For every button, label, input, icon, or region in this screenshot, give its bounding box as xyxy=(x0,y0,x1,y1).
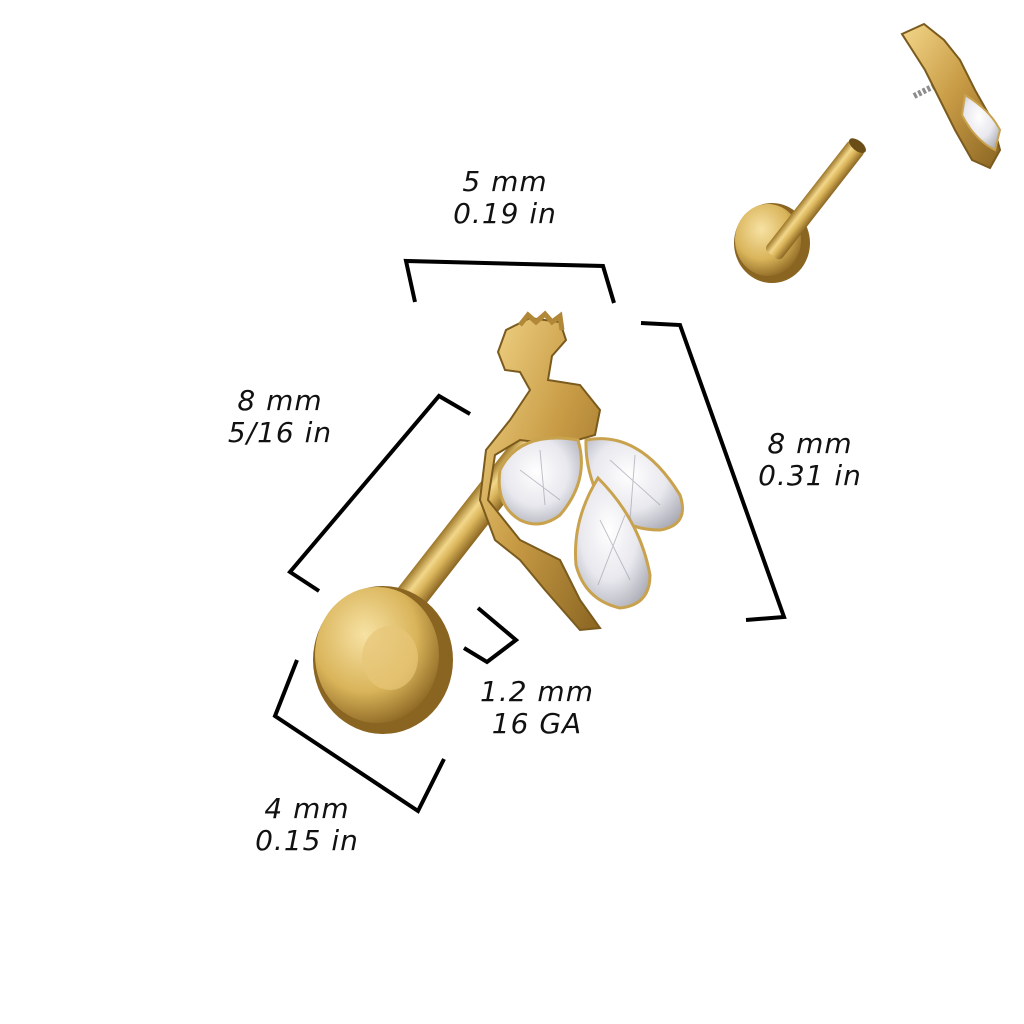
gauge-metric: 1.2 mm xyxy=(480,675,594,708)
lower-teardrop-gem xyxy=(574,475,652,610)
left-teardrop-gem xyxy=(497,436,583,526)
top-width-label: 5 mm 0.19 in xyxy=(430,166,580,230)
gauge-bracket xyxy=(462,606,520,665)
disc-diameter-bracket xyxy=(272,659,446,814)
gauge-ga: 16 GA xyxy=(491,707,583,740)
top-width-bracket xyxy=(403,258,616,304)
bar-length-label: 8 mm 5/16 in xyxy=(205,385,355,449)
top-width-imperial: 0.19 in xyxy=(453,197,557,230)
peacock-labret-stud-icon xyxy=(313,310,684,734)
disc-diameter-label: 4 mm 0.15 in xyxy=(232,793,382,857)
bar-length-metric: 8 mm xyxy=(237,384,323,417)
right-height-imperial: 0.31 in xyxy=(758,459,862,492)
top-width-metric: 5 mm xyxy=(462,165,548,198)
disc-diameter-metric: 4 mm xyxy=(264,792,350,825)
bar-length-bracket xyxy=(287,393,472,593)
disc-diameter-imperial: 0.15 in xyxy=(255,824,359,857)
right-height-label: 8 mm 0.31 in xyxy=(735,428,885,492)
right-height-bracket xyxy=(640,321,787,622)
gauge-label: 1.2 mm 16 GA xyxy=(462,676,612,740)
right-height-metric: 8 mm xyxy=(767,427,853,460)
dimension-lines xyxy=(272,258,787,814)
labret-disassembled-icon xyxy=(734,22,1002,283)
bar-length-imperial: 5/16 in xyxy=(227,416,333,449)
